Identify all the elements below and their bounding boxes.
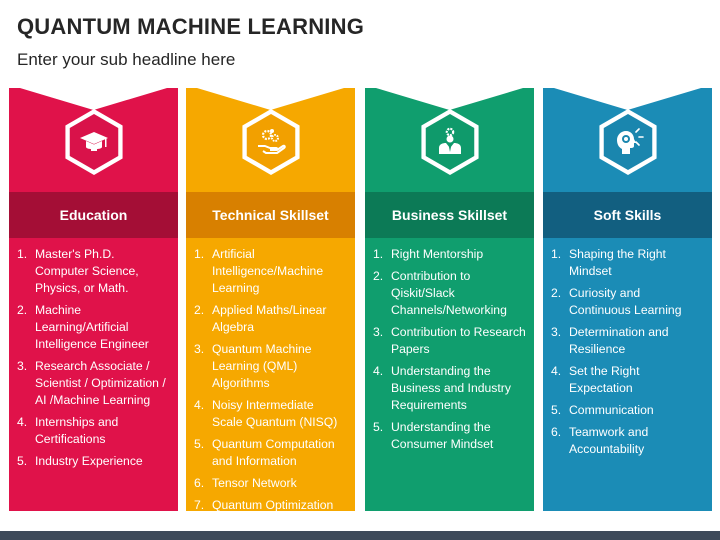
- page-subtitle: Enter your sub headline here: [17, 50, 236, 69]
- list-item: 1.Right Mentorship: [373, 247, 484, 261]
- list-item: 5.Quantum Computation and Information: [194, 437, 335, 468]
- list-item: 4.Noisy Intermediate Scale Quantum (NISQ…: [194, 398, 338, 429]
- item-list: 1.Shaping the Right Mindset 2.Curiosity …: [543, 238, 712, 458]
- list-item: 1.Shaping the Right Mindset: [551, 247, 666, 278]
- column-technical-skillset: Technical Skillset 1.Artificial Intellig…: [186, 88, 355, 529]
- column-heading: Soft Skills: [543, 192, 712, 238]
- column-business-skillset: Business Skillset 1.Right Mentorship 2.C…: [365, 88, 534, 511]
- column-heading: Education: [9, 192, 178, 238]
- list-item: 5.Communication: [551, 403, 654, 417]
- head-target-icon: [617, 128, 644, 154]
- item-list: 1.Right Mentorship 2.Contribution to Qis…: [365, 238, 534, 453]
- bottom-bar: [0, 531, 720, 540]
- list-item: 4.Understanding the Business and Industr…: [373, 364, 511, 412]
- list-item: 1.Master's Ph.D. Computer Science, Physi…: [17, 247, 139, 295]
- column-heading: Business Skillset: [365, 192, 534, 238]
- page-title: QUANTUM MACHINE LEARNING: [17, 14, 365, 39]
- list-item: 2.Contribution to Qiskit/Slack Channels/…: [373, 269, 507, 317]
- businessman-gear-icon: [439, 127, 461, 154]
- column-body: 1.Shaping the Right Mindset 2.Curiosity …: [543, 238, 712, 511]
- graduation-cap-icon: [80, 132, 108, 151]
- list-item: 6.Teamwork and Accountability: [551, 425, 649, 456]
- column-body: 1.Master's Ph.D. Computer Science, Physi…: [9, 238, 178, 511]
- list-item: 2.Applied Maths/Linear Algebra: [194, 303, 327, 334]
- list-item: 3.Contribution to Research Papers: [373, 325, 526, 356]
- list-item: 3.Determination and Resilience: [551, 325, 669, 356]
- column-body: 1.Right Mentorship 2.Contribution to Qis…: [365, 238, 534, 511]
- column-body: 1.Artificial Intelligence/Machine Learni…: [186, 238, 355, 529]
- item-list: 1.Artificial Intelligence/Machine Learni…: [186, 238, 355, 531]
- column-soft-skills: Soft Skills 1.Shaping the Right Mindset …: [543, 88, 712, 511]
- list-item: 1.Artificial Intelligence/Machine Learni…: [194, 247, 324, 295]
- list-item: 4.Set the Right Expectation: [551, 364, 640, 395]
- list-item: 3.Quantum Machine Learning (QML) Algorit…: [194, 342, 312, 390]
- list-item: 4.Internships and Certifications: [17, 415, 119, 446]
- list-item: 2.Curiosity and Continuous Learning: [551, 286, 682, 317]
- list-item: 3.Research Associate / Scientist / Optim…: [17, 359, 166, 407]
- column-education: Education 1.Master's Ph.D. Computer Scie…: [9, 88, 178, 511]
- column-heading: Technical Skillset: [186, 192, 355, 238]
- list-item: 2.Machine Learning/Artificial Intelligen…: [17, 303, 149, 351]
- list-item: 5.Industry Experience: [17, 454, 143, 468]
- list-item: 5.Understanding the Consumer Mindset: [373, 420, 494, 451]
- list-item: 6.Tensor Network: [194, 476, 297, 490]
- list-item: 7.Quantum Optimization and Simulation: [194, 498, 334, 529]
- hand-gears-icon: [258, 129, 286, 154]
- item-list: 1.Master's Ph.D. Computer Science, Physi…: [9, 238, 178, 470]
